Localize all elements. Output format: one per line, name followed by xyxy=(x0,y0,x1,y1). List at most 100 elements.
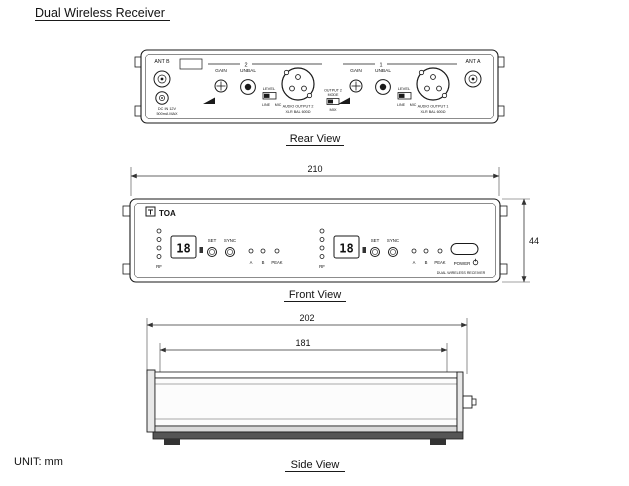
set-button xyxy=(370,247,380,257)
xlr-screw xyxy=(418,69,425,76)
ir-window xyxy=(199,247,203,253)
output-2-mode-switch: OUTPUT 2 MODE MIX xyxy=(324,89,342,113)
width-dimension: 210 xyxy=(130,164,500,196)
diversity-b-led xyxy=(423,248,429,254)
xlr-body xyxy=(281,67,315,101)
set-button-ring xyxy=(372,249,378,255)
channel-1-number: 1 xyxy=(379,63,382,69)
side-bnc-stub xyxy=(462,395,473,409)
channel-2-number: 2 xyxy=(244,63,247,69)
front-panel-outline xyxy=(129,198,501,283)
height-dimension: 44 xyxy=(502,198,539,283)
ant-b-connector: ANT B xyxy=(153,59,171,88)
rf-led xyxy=(319,228,325,234)
side-view-caption: Side View xyxy=(291,459,340,471)
rf-led xyxy=(156,245,162,251)
xlr-spec-label: XLR BAL 600Ω xyxy=(286,110,311,114)
ant-a-label: ANT A xyxy=(466,59,481,65)
unbal-label: UNBAL xyxy=(375,68,391,74)
sync-button-ring xyxy=(227,249,233,255)
dimension-height-value: 44 xyxy=(529,236,539,246)
toa-logo: TOA xyxy=(145,206,176,218)
xlr-pin xyxy=(289,85,295,92)
rear-view: ANT B DC IN 12V 500mA MAX 2 GAIN UNBAL xyxy=(134,49,505,146)
side-foot xyxy=(430,439,446,445)
side-bottom-rail xyxy=(154,425,458,433)
mounting-ear xyxy=(499,205,508,217)
unbal-jack-hole xyxy=(244,83,252,91)
side-rear-panel xyxy=(456,371,464,433)
bnc-pin xyxy=(160,77,164,81)
unit-note: UNIT: mm xyxy=(14,456,63,468)
side-top-cover xyxy=(154,371,458,379)
ir-window xyxy=(362,247,366,253)
dimension-inner-value: 181 xyxy=(295,338,310,348)
sync-label: SYNC xyxy=(387,238,399,243)
unbal-label: UNBAL xyxy=(240,68,256,74)
channel-display xyxy=(333,235,360,259)
side-front-panel xyxy=(146,369,156,433)
diversity-a-led xyxy=(411,248,417,254)
peak-label: PEAK xyxy=(271,260,282,265)
rf-led xyxy=(156,237,162,242)
label-plate xyxy=(179,58,203,70)
set-label: SET xyxy=(208,238,217,243)
power-button xyxy=(450,243,479,255)
sync-button xyxy=(225,247,235,257)
depth-dimension-outer: 202 xyxy=(146,313,468,374)
bnc-inner-ring xyxy=(468,74,478,84)
mounting-ear xyxy=(122,263,131,275)
channel-display xyxy=(170,235,197,259)
side-view: 202 181 Side View xyxy=(146,313,477,472)
a-label: A xyxy=(413,260,416,265)
mode-label-line1: OUTPUT 2 xyxy=(324,89,342,93)
set-button xyxy=(207,247,217,257)
rf-led xyxy=(156,254,162,259)
level-switch-knob xyxy=(264,93,270,98)
b-label: B xyxy=(425,260,428,265)
side-body xyxy=(154,377,458,427)
power-section: POWER DUAL WIRELESS RECEIVER xyxy=(437,243,486,275)
rf-label: RF xyxy=(319,264,325,269)
gain-label: GAIN xyxy=(215,68,227,74)
peak-label: PEAK xyxy=(434,260,445,265)
level-switch-knob xyxy=(399,93,405,98)
diversity-b-led xyxy=(260,248,266,254)
set-label: SET xyxy=(371,238,380,243)
side-bnc-tip xyxy=(471,398,477,406)
rf-led xyxy=(319,245,325,251)
bnc-pin xyxy=(471,77,475,81)
level-label: LEVEL xyxy=(263,86,276,91)
product-name-label: DUAL WIRELESS RECEIVER xyxy=(437,271,486,275)
xlr-pin xyxy=(301,85,307,92)
xlr-pin xyxy=(430,74,436,80)
rear-panel-inner-outline xyxy=(145,54,494,119)
dc-jack-inner xyxy=(159,95,165,101)
ant-a-connector: ANT A xyxy=(464,59,482,88)
xlr-pin xyxy=(295,74,301,80)
mounting-ear xyxy=(499,263,508,275)
front-view: 210 44 TOA RF 18 xyxy=(122,164,539,302)
sync-button-ring xyxy=(390,249,396,255)
dc-label-line1: DC IN 12V xyxy=(158,107,177,111)
xlr-screw xyxy=(306,92,313,99)
side-base-plate xyxy=(152,431,464,440)
xlr-output-1 xyxy=(416,67,450,101)
mix-label: MIX xyxy=(329,107,336,112)
dimension-width-value: 210 xyxy=(307,164,322,174)
dc-jack-pin xyxy=(161,97,163,99)
channel-display-digits: 18 xyxy=(176,242,190,256)
dc-label-line2: 500mA MAX xyxy=(156,112,178,116)
xlr-pin xyxy=(436,85,442,92)
line-label: LINE xyxy=(397,103,406,107)
bnc-inner-ring xyxy=(157,74,167,84)
front-channel-left: RF 18 SET SYNC A B PEAK xyxy=(156,228,283,269)
side-profile xyxy=(146,369,477,445)
xlr-spec-label: XLR BAL 600Ω xyxy=(421,110,446,114)
audio-output-2-label: AUDIO OUTPUT 2 xyxy=(283,105,314,109)
unbal-jack-hole xyxy=(379,83,387,91)
xlr-pin xyxy=(424,85,430,92)
xlr-output-2 xyxy=(281,67,315,101)
